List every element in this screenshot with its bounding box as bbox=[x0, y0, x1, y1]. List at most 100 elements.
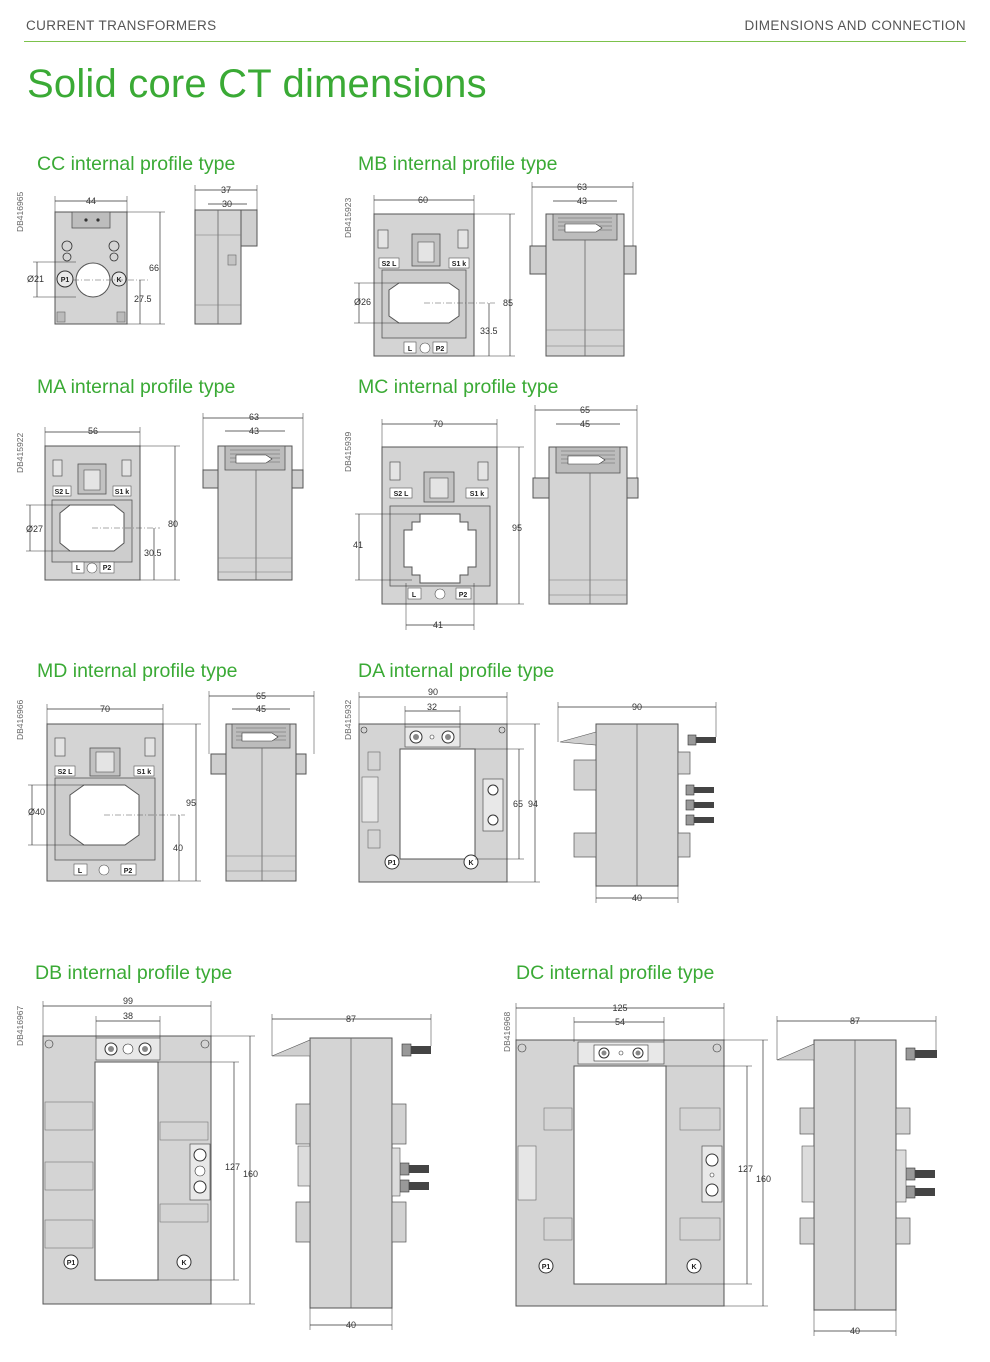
md-dim-side-inner: 45 bbox=[256, 704, 266, 714]
md-l-mark: L bbox=[78, 868, 83, 875]
mb-l-mark: L bbox=[408, 346, 413, 353]
cc-dim-center: 27.5 bbox=[134, 294, 152, 304]
mb-dim-height: 85 bbox=[503, 298, 513, 308]
ma-front-view bbox=[44, 445, 160, 581]
section-title-db: DB internal profile type bbox=[35, 962, 233, 984]
da-k-mark: K bbox=[468, 860, 473, 867]
cc-dim-height: 66 bbox=[149, 263, 159, 273]
cc-front-view bbox=[54, 211, 150, 325]
dc-p1-mark: P1 bbox=[542, 1264, 551, 1271]
ma-dim-width: 56 bbox=[88, 426, 98, 436]
da-dim-width: 90 bbox=[428, 687, 438, 697]
section-title-dc: DC internal profile type bbox=[516, 962, 715, 984]
ma-s1k-mark: S1 k bbox=[115, 489, 130, 496]
da-dim-side-total: 90 bbox=[632, 702, 642, 712]
cc-dim-side-inner: 30 bbox=[222, 199, 232, 209]
md-s1k-mark: S1 k bbox=[137, 769, 152, 776]
cc-k-mark: K bbox=[116, 277, 121, 284]
mc-dim-window-w: 41 bbox=[433, 620, 443, 630]
cc-dim-hole: Ø21 bbox=[27, 274, 44, 284]
db-p1-mark: P1 bbox=[67, 1260, 76, 1267]
page-title: Solid core CT dimensions bbox=[27, 62, 487, 106]
mb-dim-center: 33.5 bbox=[480, 326, 498, 336]
db-dim-width: 99 bbox=[123, 996, 133, 1006]
mb-dim-hole: Ø26 bbox=[354, 297, 371, 307]
da-side-view bbox=[559, 723, 716, 887]
dc-front-view bbox=[515, 1039, 725, 1307]
section-title-cc: CC internal profile type bbox=[37, 153, 236, 175]
db-dim-height: 160 bbox=[243, 1169, 258, 1179]
dc-k-mark: K bbox=[691, 1264, 696, 1271]
mb-s1k-mark: S1 k bbox=[452, 261, 467, 268]
dc-dim-height: 160 bbox=[756, 1174, 771, 1184]
md-dim-height: 95 bbox=[186, 798, 196, 808]
md-dim-hole: Ø40 bbox=[28, 807, 45, 817]
db-dim-side-depth: 40 bbox=[346, 1320, 356, 1330]
ma-l-mark: L bbox=[76, 565, 81, 572]
ma-p2-mark: P2 bbox=[103, 565, 112, 572]
mb-dim-side-total: 63 bbox=[577, 182, 587, 192]
cc-dim-width: 44 bbox=[86, 196, 96, 206]
da-front-view bbox=[358, 723, 508, 883]
mc-dim-side-inner: 45 bbox=[580, 419, 590, 429]
mc-dim-side-total: 65 bbox=[580, 405, 590, 415]
dc-dim-side-depth: 40 bbox=[850, 1326, 860, 1336]
mb-s2l-mark: S2 L bbox=[382, 261, 398, 268]
db-front-view bbox=[42, 1035, 212, 1305]
db-k-mark: K bbox=[181, 1260, 186, 1267]
header-right: DIMENSIONS AND CONNECTION bbox=[744, 18, 966, 33]
dc-dim-width: 125 bbox=[612, 1003, 627, 1013]
mb-p2-mark: P2 bbox=[436, 346, 445, 353]
mc-l-mark: L bbox=[412, 592, 417, 599]
mc-s2l-mark: S2 L bbox=[394, 491, 410, 498]
md-dim-center: 40 bbox=[173, 843, 183, 853]
dc-side-view bbox=[776, 1039, 937, 1311]
ma-side-view bbox=[202, 445, 304, 581]
mb-dim-side-inner: 43 bbox=[577, 196, 587, 206]
mb-dim-width: 60 bbox=[418, 195, 428, 205]
ma-dim-hole: Ø27 bbox=[26, 524, 43, 534]
da-p1-mark: P1 bbox=[388, 860, 397, 867]
mb-side-view bbox=[529, 213, 637, 357]
section-title-md: MD internal profile type bbox=[37, 660, 238, 682]
db-side-view bbox=[271, 1037, 431, 1309]
ma-dim-side-inner: 43 bbox=[249, 426, 259, 436]
md-s2l-mark: S2 L bbox=[58, 769, 74, 776]
mc-side-view bbox=[532, 446, 639, 605]
da-dim-terminal: 32 bbox=[427, 702, 437, 712]
ma-s2l-mark: S2 L bbox=[55, 489, 71, 496]
section-title-mc: MC internal profile type bbox=[358, 376, 559, 398]
db-dim-terminal: 38 bbox=[123, 1011, 133, 1021]
da-dim-window-h: 65 bbox=[513, 799, 523, 809]
ma-dim-height: 80 bbox=[168, 519, 178, 529]
header-divider bbox=[24, 41, 966, 42]
dc-dim-side-total: 87 bbox=[850, 1016, 860, 1026]
md-side-view bbox=[210, 723, 307, 882]
da-dim-height: 94 bbox=[528, 799, 538, 809]
mc-dim-width: 70 bbox=[433, 419, 443, 429]
header-left: CURRENT TRANSFORMERS bbox=[26, 18, 217, 33]
md-p2-mark: P2 bbox=[124, 868, 133, 875]
md-dim-width: 70 bbox=[100, 704, 110, 714]
ma-dim-center: 30.5 bbox=[144, 548, 162, 558]
dc-dim-window-h: 127 bbox=[738, 1164, 753, 1174]
mb-front-view bbox=[373, 213, 495, 357]
db-dim-window-h: 127 bbox=[225, 1162, 240, 1172]
section-title-mb: MB internal profile type bbox=[358, 153, 558, 175]
ma-dim-side-total: 63 bbox=[249, 412, 259, 422]
mc-dim-height: 95 bbox=[512, 523, 522, 533]
section-title-da: DA internal profile type bbox=[358, 660, 555, 682]
